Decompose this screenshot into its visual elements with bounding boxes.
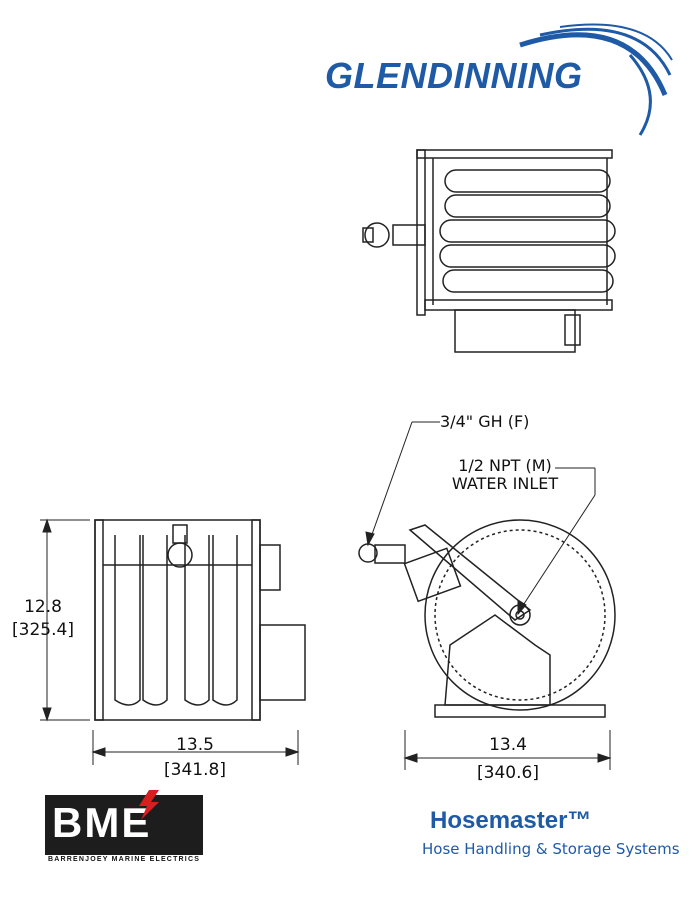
side-width-in-label: 13.5	[176, 735, 214, 755]
inlet-callout-line1: 1/2 NPT (M)	[458, 456, 552, 475]
side-width-mm-label: [341.8]	[164, 760, 226, 780]
bme-subtitle: BARRENJOEY MARINE ELECTRICS	[48, 856, 201, 863]
glendinning-swoosh-icon	[519, 23, 673, 136]
lightning-bolt-icon	[139, 790, 159, 820]
top-view-drawing	[362, 149, 616, 353]
dimension-lines	[40, 421, 612, 770]
brand-logo: GLENDINNING	[325, 55, 583, 96]
product-tagline: Hose Handling & Storage Systems	[422, 840, 680, 858]
front-width-mm-label: [340.6]	[477, 763, 539, 783]
front-view-drawing	[358, 519, 616, 718]
height-in-label: 12.8	[24, 597, 62, 617]
product-name: Hosemaster™	[430, 807, 592, 834]
front-width-in-label: 13.4	[489, 735, 527, 755]
height-mm-label: [325.4]	[12, 620, 74, 640]
inlet-callout-line2: WATER INLET	[451, 474, 559, 493]
outlet-callout: 3/4" GH (F)	[440, 412, 530, 431]
side-view-drawing	[94, 519, 306, 721]
bme-letters: BME	[52, 799, 152, 846]
bme-logo	[45, 795, 203, 855]
